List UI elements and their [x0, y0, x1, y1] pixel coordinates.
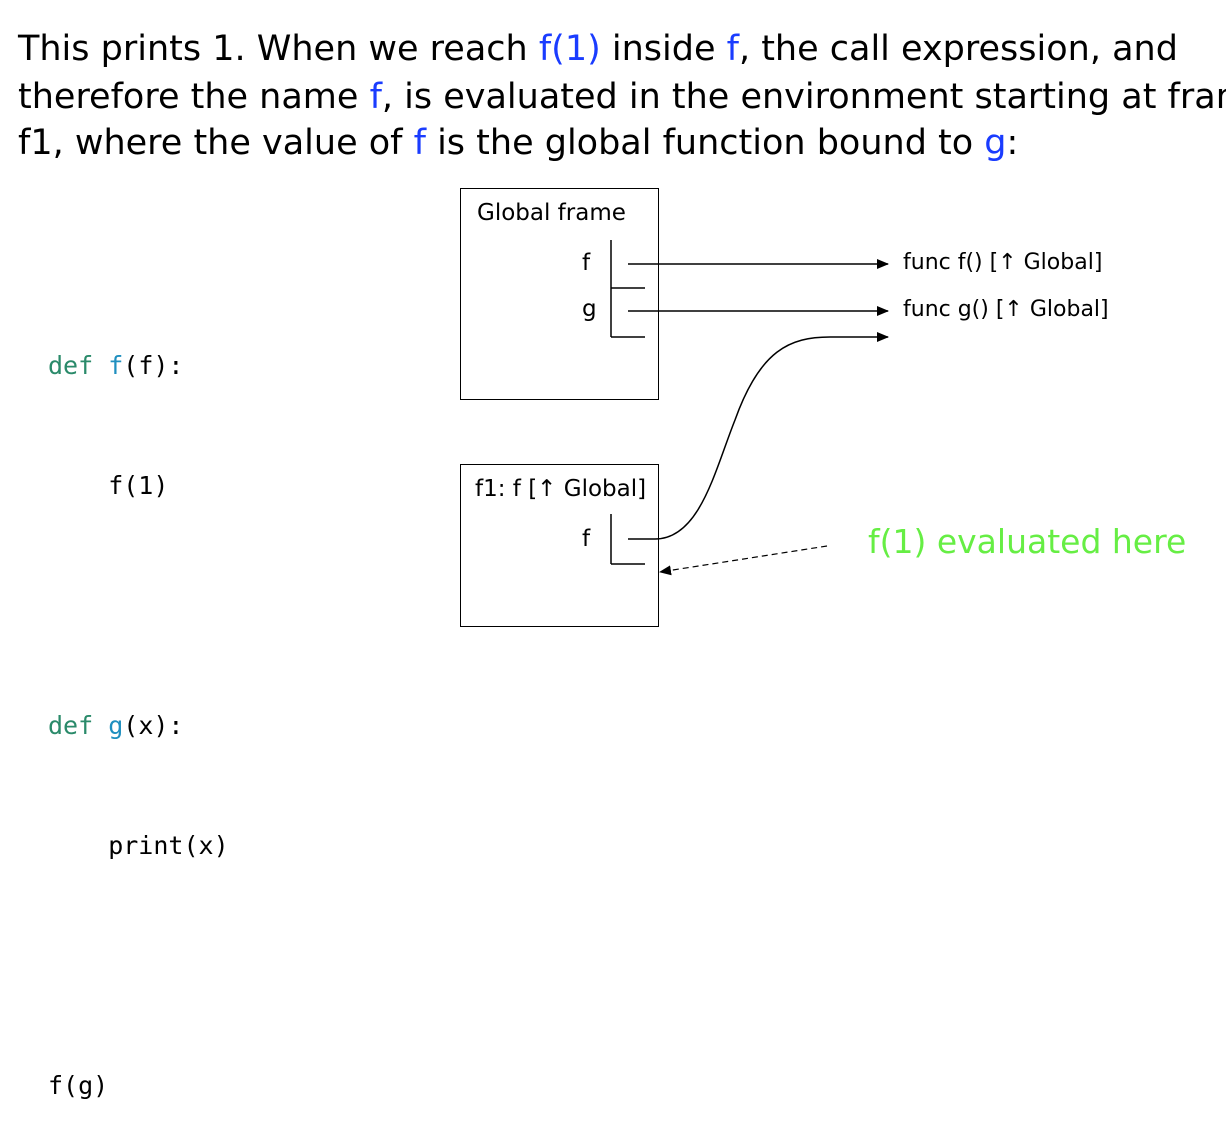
code-line-call-f1: f(1) — [48, 471, 169, 500]
func-g-label: func g() [↑ Global] — [903, 297, 1109, 322]
highlighted-code-term: f — [726, 29, 739, 69]
global-frame-var-g: g — [582, 296, 597, 322]
arrow-f1-f-to-func-g — [628, 332, 889, 540]
code-line-blank: ​ — [48, 946, 229, 986]
code-function-name: g — [108, 711, 124, 740]
code-keyword: def — [48, 351, 94, 380]
paragraph-text: inside — [600, 29, 727, 69]
highlighted-code-term: f — [369, 77, 382, 117]
highlighted-code-term: f(1) — [538, 29, 601, 69]
global-frame-box — [460, 188, 659, 400]
global-frame-title: Global frame — [477, 200, 626, 226]
paragraph-text: , the call expression, and — [738, 29, 1178, 69]
intro-line-1: This prints 1. When we reach f(1) inside… — [18, 26, 1208, 72]
f1-frame-var-f: f — [582, 526, 591, 552]
code-text: (f): — [123, 351, 184, 380]
code-function-name: f — [108, 351, 124, 380]
global-frame-binding-slots — [610, 240, 645, 338]
evaluated-here-note: f(1) evaluated here — [868, 522, 1187, 561]
paragraph-text: : — [1006, 123, 1019, 163]
f1-frame-binding-slot — [610, 514, 645, 565]
code-line-print: print(x) — [48, 831, 229, 860]
intro-line-2: therefore the name f, is evaluated in th… — [18, 74, 1226, 120]
arrow-note-to-f1-frame — [659, 545, 828, 576]
highlighted-code-term: f — [413, 123, 426, 163]
highlighted-code-term: g — [984, 123, 1007, 163]
code-line-def-g: def g(x): — [48, 706, 229, 746]
paragraph-text: , is evaluated in the environment starti… — [381, 77, 1226, 117]
f1-frame-box — [460, 464, 659, 627]
diagram-connectors — [610, 240, 889, 576]
code-line-call-fg: f(g) — [48, 1071, 109, 1100]
paragraph-text: f1, where the value of — [18, 123, 414, 163]
code-keyword: def — [48, 711, 94, 740]
intro-line-3: f1, where the value of f is the global f… — [18, 120, 1208, 166]
paragraph-text: therefore the name — [18, 77, 370, 117]
func-f-label: func f() [↑ Global] — [903, 250, 1103, 275]
code-text: (x): — [123, 711, 184, 740]
paragraph-text: This prints 1. When we reach — [18, 29, 539, 69]
code-line-def-f: def f(f): — [48, 346, 229, 386]
paragraph-text: is the global function bound to — [425, 123, 985, 163]
global-frame-var-f: f — [582, 250, 591, 276]
f1-frame-title: f1: f [↑ Global] — [475, 476, 647, 502]
